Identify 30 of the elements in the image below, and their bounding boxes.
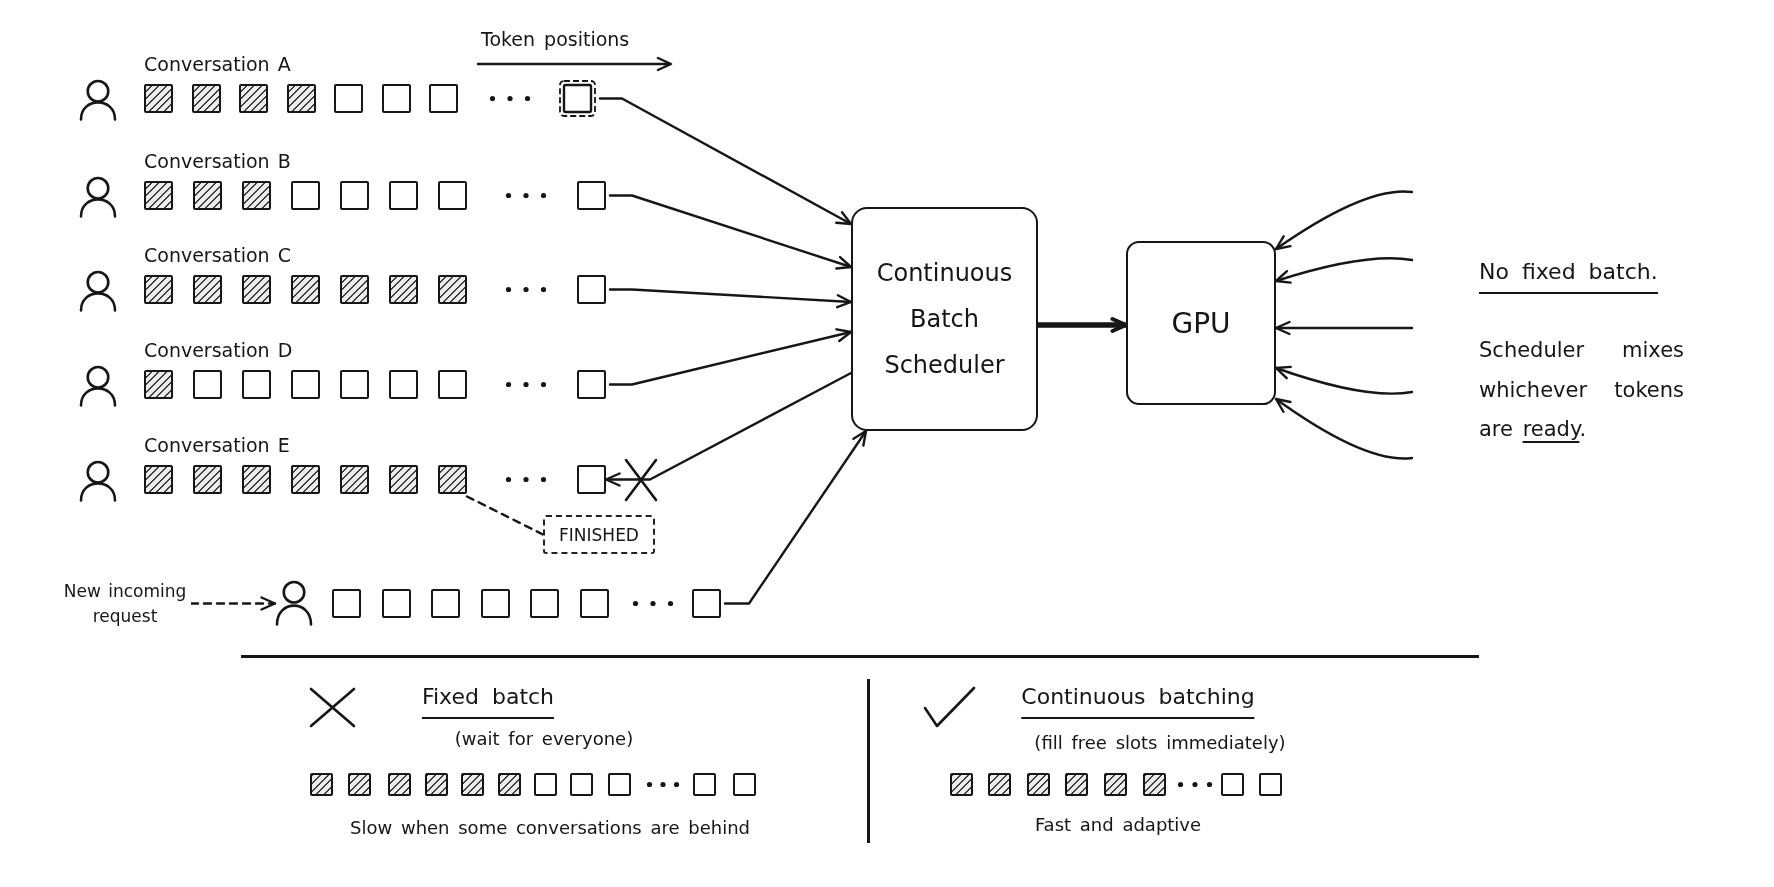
arrow	[598, 97, 853, 226]
conversation-label: Conversation A	[144, 52, 291, 76]
section-subtitle: (wait for everyone)	[454, 727, 634, 751]
section-caption: Fast and adaptive	[1034, 813, 1202, 837]
arrow	[608, 194, 853, 270]
conversation-label: Conversation C	[144, 243, 291, 267]
conversation-label: Conversation B	[144, 149, 291, 173]
section-subtitle: (fill free slots immediately)	[1034, 731, 1286, 755]
arrow	[608, 288, 853, 309]
arrow	[604, 371, 853, 487]
conversation-label: Conversation D	[144, 338, 293, 362]
section-heading: Fixed batch	[421, 683, 555, 719]
hatched-token-square	[438, 465, 467, 494]
process-box: GPU	[1126, 241, 1276, 405]
section-caption: Slow when some conversations are behind	[350, 816, 750, 840]
arrow	[1274, 257, 1414, 284]
section-heading: Continuous batching	[1021, 683, 1255, 719]
arrow	[1274, 397, 1414, 460]
note-heading: No fixed batch.	[1479, 258, 1658, 294]
conversation-label: Conversation E	[144, 433, 290, 457]
arrow	[608, 328, 853, 386]
process-box: Continuous Batch Scheduler	[851, 207, 1038, 431]
empty-token-square	[577, 465, 606, 494]
status-tag: FINISHED	[543, 515, 655, 554]
arrow	[1274, 190, 1414, 251]
arrow	[723, 429, 868, 605]
arrow	[1274, 320, 1414, 336]
arrow	[1274, 365, 1414, 395]
direction-label: Token positions	[481, 27, 630, 52]
note-text: Scheduler mixes whichever tokens are ready.	[1479, 337, 1684, 443]
